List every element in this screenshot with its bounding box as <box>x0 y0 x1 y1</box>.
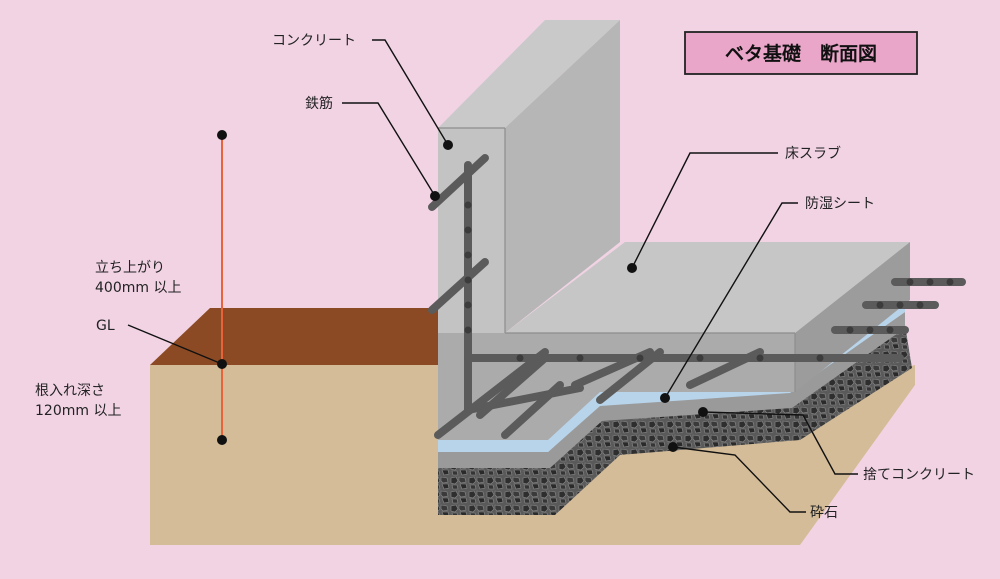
label-rise-height-2: 400mm 以上 <box>95 280 181 296</box>
label-gl: GL <box>96 318 115 334</box>
crushed-stone-leader <box>672 446 806 513</box>
label-leveling-concrete: 捨てコンクリート <box>863 466 975 483</box>
concrete-leader <box>372 39 449 146</box>
label-embed-depth-2: 120mm 以上 <box>35 403 121 419</box>
measure-bottom-dot <box>217 435 227 445</box>
label-floor-slab: 床スラブ <box>785 145 841 162</box>
ground-surface <box>150 308 440 365</box>
label-concrete: コンクリート <box>272 33 356 49</box>
leveling-leader <box>702 411 858 475</box>
title-box <box>684 31 918 75</box>
label-moisture-sheet: 防湿シート <box>805 196 875 212</box>
floor-slab-leader <box>631 152 778 269</box>
rising-wall-inner <box>505 20 620 333</box>
floor-slab-top <box>505 242 910 333</box>
label-crushed-stone: 砕石 <box>810 505 838 521</box>
label-embed-depth-1: 根入れ深さ <box>35 383 105 399</box>
measure-top-dot <box>217 130 227 140</box>
label-rebar: 鉄筋 <box>305 95 333 112</box>
leveling-concrete-layer <box>438 312 905 468</box>
diagram-title: ベタ基礎 断面図 <box>725 42 877 65</box>
ground-body <box>150 365 440 545</box>
crushed-stone-layer <box>438 325 912 515</box>
rebar-leader <box>342 102 436 197</box>
rising-wall-top <box>438 20 620 128</box>
label-rise-height-1: 立ち上がり <box>95 260 165 276</box>
rebar-group <box>428 154 966 439</box>
moisture-sheet-leader <box>664 202 798 399</box>
gl-leader <box>127 324 223 365</box>
